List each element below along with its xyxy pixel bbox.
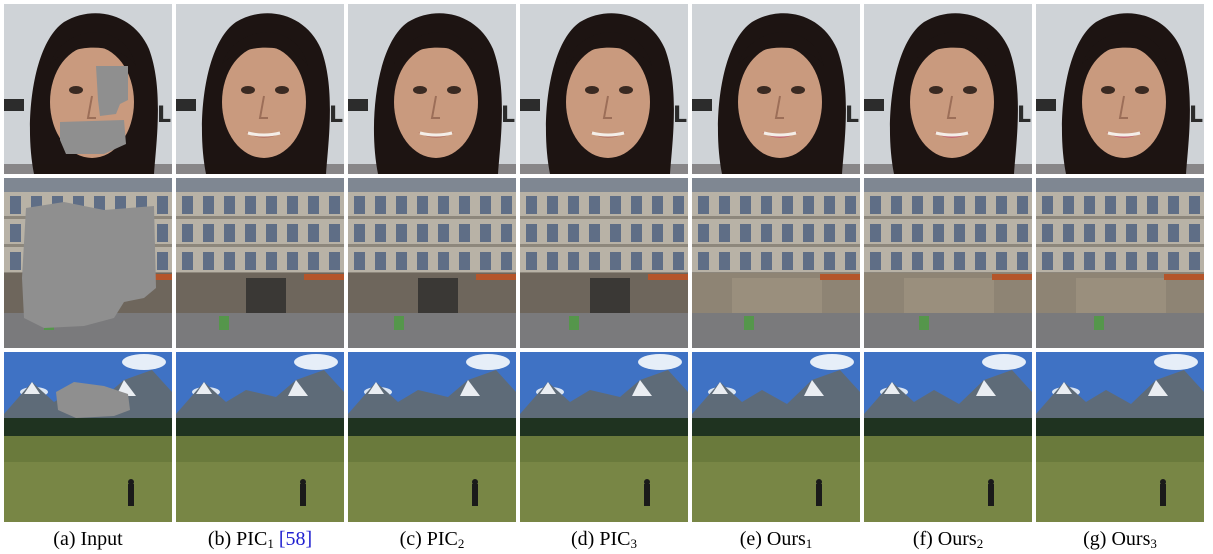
caption-c: (c) PIC2 (399, 528, 465, 551)
image-face-col-4: EL (520, 4, 688, 174)
caption-b: (b) PIC1 [58] (207, 528, 313, 551)
image-landscape-col-4 (520, 352, 688, 522)
image-face-col-6: EL (864, 4, 1032, 174)
caption-a: (a) Input (53, 528, 123, 550)
figure-grid: EL EL EL EL (4, 4, 1206, 522)
caption-d: (d) PIC3 (571, 528, 637, 551)
image-landscape-col-2 (176, 352, 344, 522)
caption-g: (g) Ours3 (1083, 528, 1157, 551)
image-face-col-3: EL (348, 4, 516, 174)
image-face-col-5: EL (692, 4, 860, 174)
caption-f: (f) Ours2 (912, 528, 984, 551)
image-face-col-1: EL (4, 4, 172, 174)
caption-e: (e) Ours1 (739, 528, 813, 551)
image-building-col-6 (864, 178, 1032, 348)
image-building-col-3 (348, 178, 516, 348)
caption-row: (a) Input (b) PIC1 [58] (c) PIC2 (d) PIC… (4, 527, 1206, 551)
image-landscape-col-3 (348, 352, 516, 522)
image-face-col-7: EL (1036, 4, 1204, 174)
image-building-col-4 (520, 178, 688, 348)
image-building-col-7 (1036, 178, 1204, 348)
image-landscape-col-5 (692, 352, 860, 522)
image-building-col-5 (692, 178, 860, 348)
image-landscape-col-7 (1036, 352, 1204, 522)
image-building-col-2 (176, 178, 344, 348)
image-landscape-col-1 (4, 352, 172, 522)
image-face-col-2: EL (176, 4, 344, 174)
image-landscape-col-6 (864, 352, 1032, 522)
image-building-col-1 (4, 178, 172, 348)
citation-link[interactable]: [58] (278, 528, 313, 550)
